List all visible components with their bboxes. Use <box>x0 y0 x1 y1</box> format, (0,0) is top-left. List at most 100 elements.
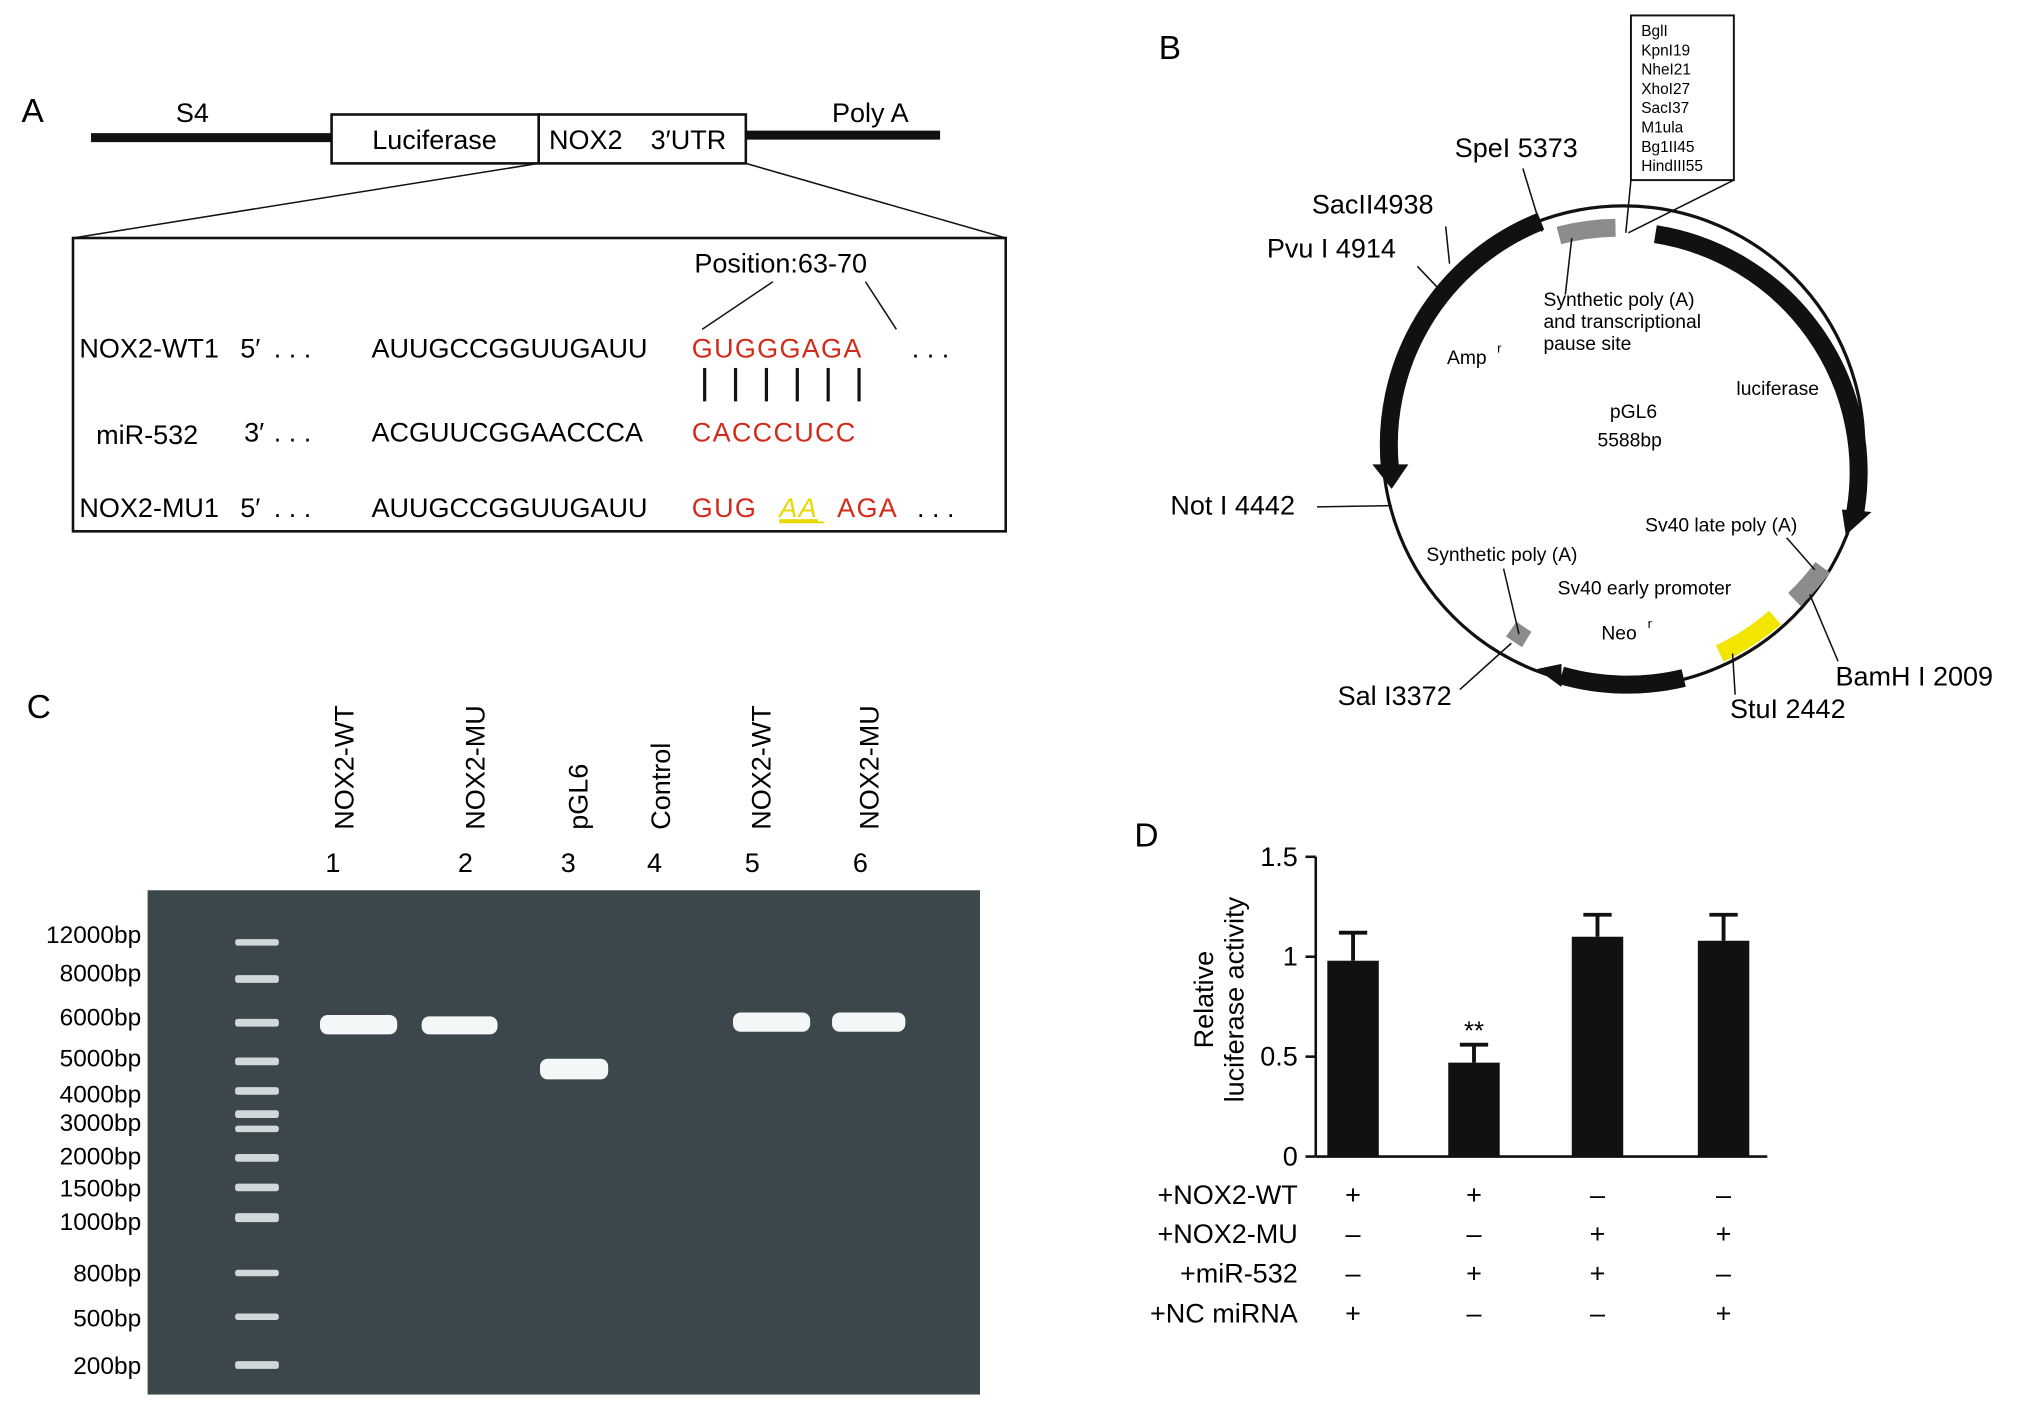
sequence-box <box>71 236 1007 533</box>
mu1-site-mutation: AA <box>777 493 818 523</box>
significance-label: ** <box>1464 1018 1484 1046</box>
panel-a-label: A <box>22 93 45 130</box>
zoom-line-left <box>72 162 539 239</box>
mir-seq: ACGUUCGGAACCCA <box>371 417 643 447</box>
svg-text:Synthetic poly (A): Synthetic poly (A) <box>1543 290 1694 311</box>
y-tick-label: 1.5 <box>1260 842 1298 872</box>
pvui-pointer <box>1416 265 1443 293</box>
wt1-site: GUGGGAGA <box>692 334 863 364</box>
mcs-site: SacI37 <box>1641 100 1689 117</box>
ladder-band <box>235 939 279 946</box>
ladder-bands <box>235 939 279 1369</box>
mu1-end: 5′ <box>240 493 260 523</box>
mcs-pointer-b <box>1628 179 1735 234</box>
lane-name: NOX2-MU <box>461 705 491 830</box>
sv40-late-pointer <box>1786 537 1816 571</box>
mu1-name: NOX2-MU1 <box>79 493 219 523</box>
zoom-line-right <box>745 162 1006 239</box>
ladder-band <box>235 1213 279 1223</box>
condition-label: +NOX2-WT <box>1157 1180 1297 1210</box>
condition-mark: – <box>1346 1259 1361 1289</box>
lane-number: 1 <box>325 848 340 878</box>
mcs-site: BglI <box>1641 23 1668 40</box>
wt1-seq: AUUGCCGGUUGAUU <box>371 334 647 364</box>
ladder-label: 200bp <box>73 1353 141 1380</box>
stui-label: StuI 2442 <box>1730 694 1846 724</box>
ladder-label: 5000bp <box>60 1046 142 1073</box>
sv40-late-label: Sv40 late poly (A) <box>1645 515 1797 536</box>
spei-pointer <box>1522 168 1543 232</box>
lane-name: NOX2-WT <box>746 705 776 830</box>
y-axis-title-line-1: Relative <box>1189 951 1219 1049</box>
synthetic-polya-top-label: Synthetic poly (A) and transcriptional p… <box>1543 290 1701 355</box>
condition-mark: + <box>1345 1180 1361 1210</box>
mu1-site-a: GUG <box>692 493 757 523</box>
pvui-label: Pvu I 4914 <box>1267 233 1396 263</box>
condition-mark: + <box>1466 1180 1482 1210</box>
bar <box>1697 940 1750 1157</box>
bar <box>1448 1062 1500 1157</box>
condition-mark: + <box>1345 1299 1361 1329</box>
mcs-pointer-a <box>1625 180 1632 233</box>
bar <box>1327 960 1379 1157</box>
ladder-band <box>235 1361 279 1369</box>
condition-mark: – <box>1346 1219 1361 1249</box>
synthetic-polya-bottom-feature <box>1506 621 1532 648</box>
bar-chart: 00.511.5** <box>1260 842 1768 1172</box>
sacii-pointer <box>1444 226 1451 264</box>
nox2-label: NOX2 <box>549 125 623 155</box>
panel-a: A S4 Poly A Luciferase NOX2 3′UTR Positi… <box>22 93 1007 533</box>
neo-superscript: r <box>1648 616 1653 631</box>
mir-dots: . . . <box>274 417 312 447</box>
neo-arrowhead <box>1537 663 1562 687</box>
panel-b-label: B <box>1159 30 1181 67</box>
sv40-early-label: Sv40 early promoter <box>1558 578 1732 599</box>
ladder-label: 2000bp <box>60 1143 142 1170</box>
mcs-site: Bg1II45 <box>1641 139 1694 156</box>
lane-number: 3 <box>561 848 576 878</box>
wt1-tail: . . . <box>912 334 950 364</box>
s4-label: S4 <box>176 98 209 128</box>
position-label: Position:63-70 <box>694 249 867 279</box>
ladder-label: 1500bp <box>60 1175 142 1202</box>
neo-label: Neo <box>1601 623 1636 644</box>
bamhi-pointer <box>1809 594 1839 662</box>
ladder-label: 500bp <box>73 1305 141 1332</box>
luciferase-label: Luciferase <box>372 125 497 155</box>
synthetic-polya-top-feature <box>1556 218 1616 245</box>
ladder-band <box>235 1087 279 1095</box>
luciferase-arc <box>1653 225 1868 517</box>
ladder-band <box>235 975 279 983</box>
panel-b: B BglI KpnI19 NheI21 XhoI27 SacI37 M1ula… <box>1159 14 1993 724</box>
mir-end: 3′ <box>244 417 264 447</box>
sv40-early-promoter-feature <box>1715 610 1781 662</box>
ladder-labels: 12000bp 8000bp 6000bp 5000bp 4000bp 3000… <box>46 922 141 1380</box>
ladder-label: 4000bp <box>60 1082 142 1109</box>
band-lane-5 <box>732 1012 811 1032</box>
luciferase-arrowhead <box>1841 509 1872 536</box>
condition-mark: + <box>1716 1299 1732 1329</box>
condition-mark: – <box>1716 1259 1731 1289</box>
sacii-label: SacII4938 <box>1312 190 1434 220</box>
mcs-list: BglI KpnI19 NheI21 XhoI27 SacI37 M1ula B… <box>1641 23 1703 175</box>
neo-arc <box>1559 666 1686 694</box>
bamhi-label: BamH I 2009 <box>1835 662 1993 692</box>
mcs-site: M1ula <box>1641 120 1683 137</box>
condition-label: +NC miRNA <box>1150 1299 1298 1329</box>
ladder-label: 3000bp <box>60 1110 142 1137</box>
ladder-label: 8000bp <box>60 961 142 988</box>
ladder-band <box>235 1313 279 1320</box>
mu1-tail: . . . <box>917 493 955 523</box>
lane-name: Control <box>646 743 676 830</box>
noti-pointer <box>1317 504 1392 508</box>
condition-mark: – <box>1466 1299 1481 1329</box>
panel-c: C NOX2-WT NOX2-MU pGL6 Control NOX2-WT N… <box>27 689 980 1395</box>
stui-pointer <box>1731 653 1736 695</box>
mcs-box <box>1629 14 1735 182</box>
ladder-band <box>235 1057 279 1066</box>
mcs-site: NheI21 <box>1641 62 1691 79</box>
condition-mark: – <box>1590 1180 1605 1210</box>
ladder-band <box>235 1183 279 1192</box>
condition-mark: – <box>1716 1180 1731 1210</box>
panel-d-label: D <box>1134 818 1158 855</box>
